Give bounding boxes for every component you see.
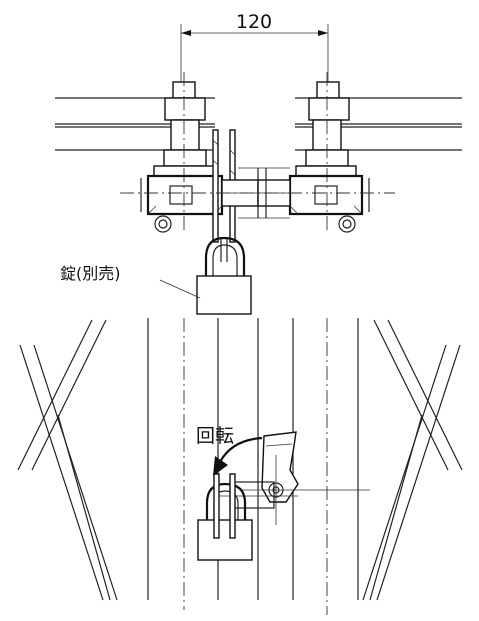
right-diagonals: [362, 319, 463, 601]
rotation-arrow: [213, 436, 263, 476]
padlock-top: [196, 236, 252, 315]
dimension-120: 120: [180, 11, 329, 92]
lock-annotation: 錠(別売): [60, 264, 201, 299]
left-channel-bracket: [140, 174, 224, 233]
right-channel-bracket: [288, 174, 370, 233]
rotate-label: 回転: [196, 425, 234, 447]
dimension-label: 120: [236, 11, 272, 33]
lower-vertical-rails: [147, 318, 359, 615]
rotated-latch: [218, 431, 370, 525]
right-bolt-assembly: [295, 72, 357, 232]
center-coupling: [120, 129, 395, 243]
padlock-bottom: [197, 473, 253, 561]
top-rails: [55, 97, 462, 151]
left-bolt-assembly: [153, 72, 215, 232]
lock-label: 錠(別売): [60, 264, 121, 283]
left-diagonals: [17, 319, 118, 601]
